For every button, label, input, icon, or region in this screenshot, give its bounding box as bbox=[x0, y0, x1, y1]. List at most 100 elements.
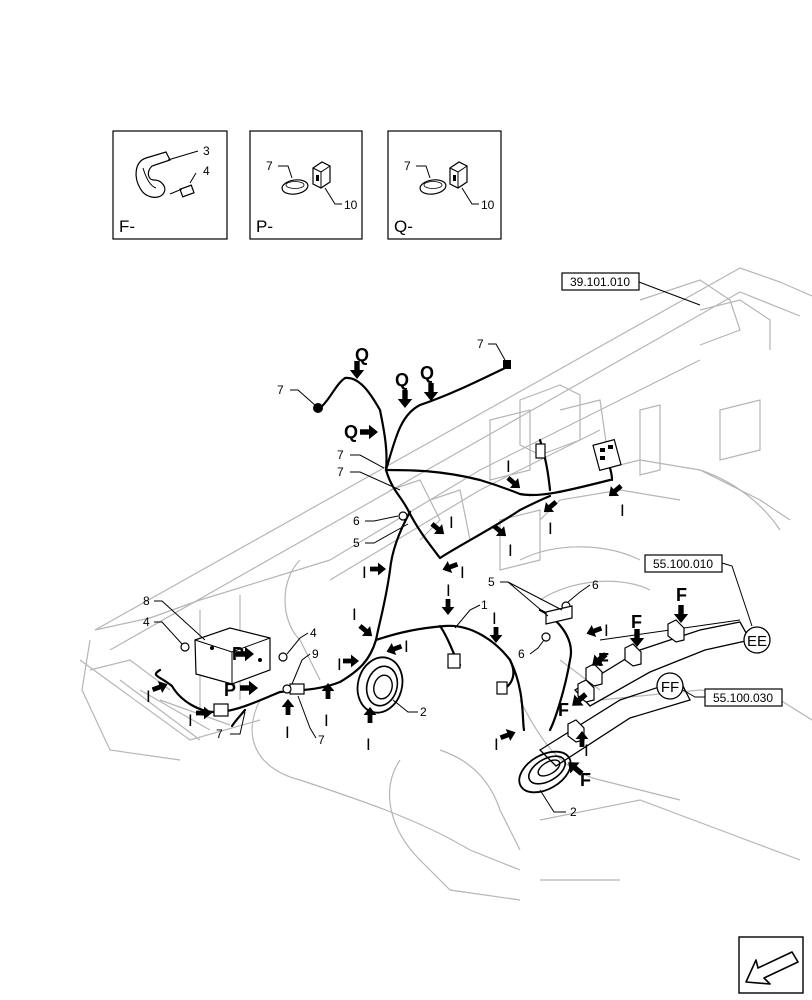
view-arrow-i11 bbox=[343, 654, 359, 668]
view-letter-i10: I bbox=[404, 637, 409, 656]
inset-f-callout-3: 3 bbox=[203, 144, 210, 158]
view-letter-f1: F bbox=[676, 585, 687, 605]
callout-6-c: 6 bbox=[518, 647, 525, 661]
harness-end-plug-right bbox=[503, 360, 511, 369]
callout-7-c: 7 bbox=[337, 448, 344, 462]
view-letter-q4: Q bbox=[344, 422, 358, 442]
view-letter-f3: F bbox=[598, 650, 609, 670]
view-letter-i7: I bbox=[460, 563, 465, 582]
clip-f-icon bbox=[135, 151, 195, 198]
inset-q-callout-7: 7 bbox=[404, 159, 411, 173]
callout-7-a: 7 bbox=[477, 337, 484, 351]
cable-tie-p-icon bbox=[281, 179, 309, 195]
ref-box-frame bbox=[561, 272, 640, 291]
ref-frame-text: 39.101.010 bbox=[570, 275, 630, 289]
view-letter-i13: I bbox=[604, 621, 609, 640]
inset-f-callout-4: 4 bbox=[203, 164, 210, 178]
inset-p-callout-7: 7 bbox=[266, 159, 273, 173]
callout-2-a: 2 bbox=[420, 705, 427, 719]
view-letter-i8: I bbox=[446, 581, 451, 600]
view-letter-q3: Q bbox=[420, 363, 434, 383]
view-letter-i6: I bbox=[362, 563, 367, 582]
callout-6-a: 6 bbox=[353, 514, 360, 528]
view-letter-i12: I bbox=[492, 609, 497, 628]
inset-f: 3 4 F- bbox=[112, 130, 228, 240]
view-arrow-i19 bbox=[498, 726, 518, 744]
view-letter-i9: I bbox=[352, 605, 357, 624]
view-letter-q1: Q bbox=[355, 345, 369, 365]
connector-ee-circle bbox=[743, 626, 771, 654]
view-letter-i2: I bbox=[548, 519, 553, 538]
view-letter-i5: I bbox=[508, 541, 513, 560]
view-letters-i: I I I I I I I I I I I I I I I I I I I I bbox=[146, 457, 625, 760]
callout-5-b: 5 bbox=[488, 575, 495, 589]
view-letter-i14: I bbox=[146, 687, 151, 706]
callout-9: 9 bbox=[312, 647, 319, 661]
inset-f-label: F- bbox=[119, 217, 135, 236]
callout-7-b: 7 bbox=[277, 383, 284, 397]
inset-f-frame bbox=[112, 130, 228, 240]
harness-coil-right bbox=[518, 750, 572, 794]
bolts bbox=[180, 511, 573, 694]
view-arrow-i13 bbox=[584, 622, 604, 640]
connector-blocks bbox=[213, 360, 622, 717]
callout-5-a: 5 bbox=[353, 536, 360, 550]
view-letter-f5: F bbox=[580, 770, 591, 790]
view-letter-i18: I bbox=[366, 735, 371, 754]
view-arrow-i16 bbox=[281, 699, 295, 715]
callout-7-d: 7 bbox=[337, 465, 344, 479]
view-letter-p1: P bbox=[232, 644, 244, 664]
view-arrow-i9 bbox=[355, 620, 377, 642]
connector-ee-label: EE bbox=[747, 633, 767, 650]
view-letter-i11: I bbox=[337, 655, 342, 674]
callout-4-b: 4 bbox=[310, 626, 317, 640]
clamp-p-icon bbox=[312, 161, 331, 189]
callout-8: 8 bbox=[143, 594, 150, 608]
view-letter-i20: I bbox=[584, 741, 589, 760]
cable-tie-q-icon bbox=[419, 179, 447, 195]
view-letter-f4: F bbox=[558, 700, 569, 720]
view-arrow-i6 bbox=[370, 562, 386, 576]
view-letter-i15: I bbox=[188, 711, 193, 730]
inset-q-callout-10: 10 bbox=[481, 198, 495, 212]
view-letter-i17: I bbox=[324, 711, 329, 730]
view-letter-i19: I bbox=[494, 735, 499, 754]
view-letter-i3: I bbox=[620, 501, 625, 520]
inset-p: 7 10 P- bbox=[249, 130, 363, 240]
callout-4-a: 4 bbox=[143, 615, 150, 629]
callout-1: 1 bbox=[481, 598, 488, 612]
callout-7-e: 7 bbox=[216, 727, 223, 741]
clamp-q-icon bbox=[449, 161, 468, 189]
view-arrow-i7 bbox=[440, 558, 460, 576]
view-arrow-i3 bbox=[604, 480, 626, 502]
view-letter-i4: I bbox=[449, 513, 454, 532]
view-letter-i16: I bbox=[285, 723, 290, 742]
reference-ff: FF 55.100.030 bbox=[656, 672, 783, 707]
inset-p-callout-10: 10 bbox=[344, 198, 358, 212]
view-arrow-i8 bbox=[441, 599, 455, 615]
callout-6-b: 6 bbox=[592, 578, 599, 592]
inset-q: 7 10 Q- bbox=[387, 130, 502, 240]
view-arrow-q2 bbox=[397, 390, 413, 408]
view-letter-q2: Q bbox=[395, 370, 409, 390]
ref-ff-text: 55.100.030 bbox=[713, 691, 773, 705]
ref-ee-text: 55.100.010 bbox=[653, 557, 713, 571]
view-arrow-q4 bbox=[360, 424, 378, 440]
callout-2-b: 2 bbox=[570, 805, 577, 819]
ref-box-ff bbox=[704, 688, 783, 707]
view-letter-i1: I bbox=[506, 457, 511, 476]
callouts: 7 7 7 7 6 5 5 6 6 1 8 4 4 9 bbox=[143, 337, 599, 819]
harness-coil-center bbox=[356, 656, 404, 714]
battery-box bbox=[194, 627, 271, 685]
view-letter-p2: P bbox=[224, 680, 236, 700]
view-arrow-i10 bbox=[384, 640, 404, 658]
reference-ee: 55.100.010 EE bbox=[644, 554, 771, 654]
inset-p-label: P- bbox=[256, 217, 273, 236]
callout-7-f: 7 bbox=[318, 733, 325, 747]
connector-ff-circle bbox=[656, 672, 684, 700]
view-direction-arrow-icon bbox=[738, 936, 804, 994]
reference-frame: 39.101.010 bbox=[561, 272, 701, 306]
connector-ff-label: FF bbox=[661, 679, 679, 696]
view-letter-f2: F bbox=[631, 612, 642, 632]
